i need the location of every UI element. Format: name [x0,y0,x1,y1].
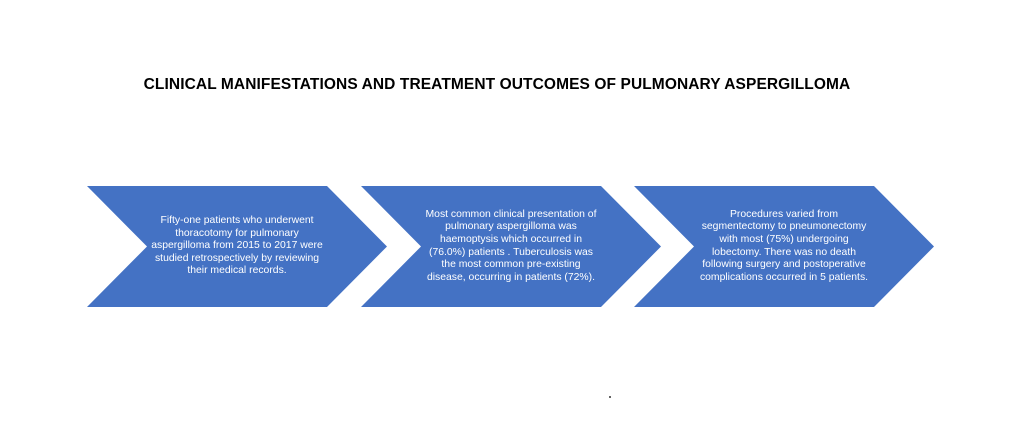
process-step-2-text: Most common clinical presentation of pul… [425,208,597,283]
process-step-1-chevron: Fifty-one patients who underwent thoraco… [87,186,387,307]
process-step-3-chevron: Procedures varied from segmentectomy to … [634,186,934,307]
process-step-2-chevron: Most common clinical presentation of pul… [361,186,661,307]
process-step-3-text: Procedures varied from segmentectomy to … [699,208,869,283]
stray-dot-mark [609,396,611,398]
process-step-1-text: Fifty-one patients who underwent thoraco… [151,215,323,277]
diagram-title: CLINICAL MANIFESTATIONS AND TREATMENT OU… [143,76,851,93]
